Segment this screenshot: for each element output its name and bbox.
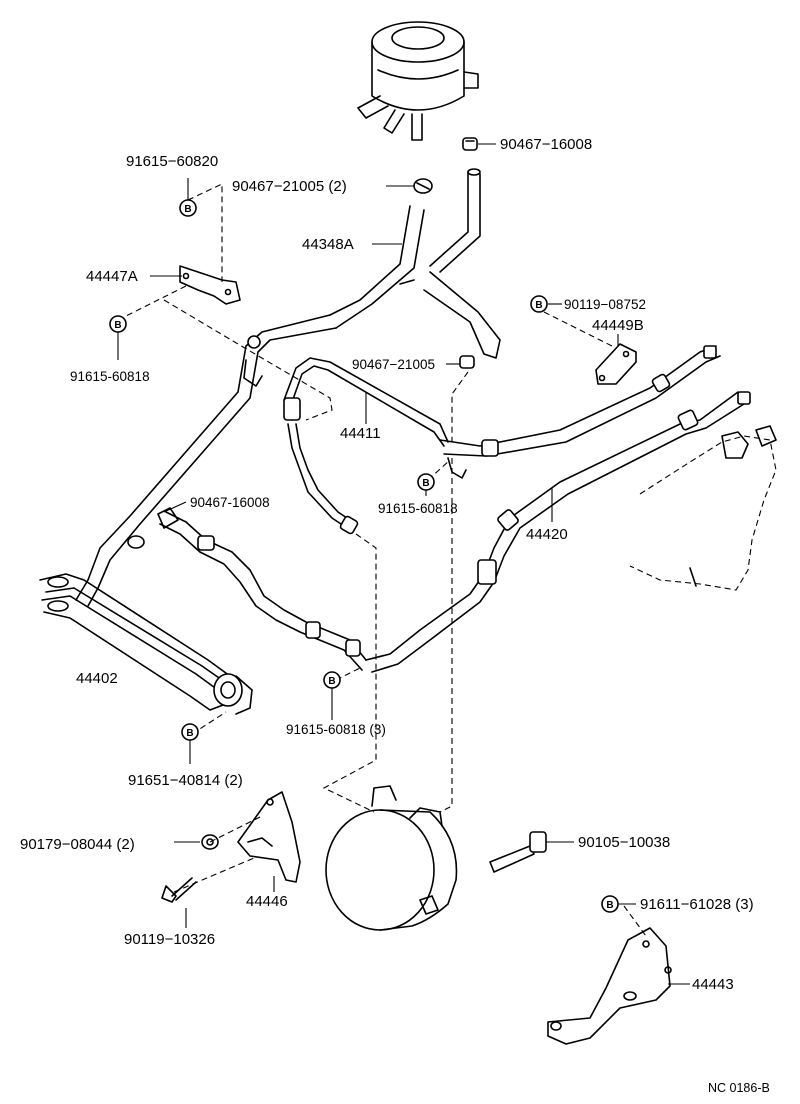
steering-gear-outline-drawing [629,425,777,591]
label-44449B: 44449B [592,317,644,334]
bracket-44443-drawing [547,927,672,1045]
label-91615-60818-3: 91615-60818 (3) [286,722,386,737]
cooler-tube-drawing [127,507,367,671]
bolt-marker-91651-40814: B [181,723,199,741]
pressure-tube-44411-drawing [283,345,721,535]
label-90467-16008-top: 90467−16008 [500,136,592,153]
return-pipe-drawing [75,314,337,607]
label-44420: 44420 [526,526,568,543]
bolt-marker-letter: B [328,676,335,687]
label-90467-16008-mid: 90467-16008 [190,495,270,510]
label-91615-60818-left: 91615-60818 [70,369,150,384]
bolt-marker-91615-60820: B [179,199,197,217]
bolt-marker-91615-60818-mid: B [417,473,435,491]
label-91651-40814-2: 91651−40814 (2) [128,772,243,789]
leader-lines [117,143,690,985]
clamp-90467-21005-mid-drawing [459,355,475,369]
return-hose-44420-drawing [365,391,751,673]
diagram-code: NC 0186-B [708,1081,770,1095]
label-90119-08752: 90119−08752 [564,297,646,312]
reservoir-tank-drawing [357,21,479,141]
bolt-marker-91611-61028: B [601,895,619,913]
label-44411: 44411 [340,425,381,442]
label-44348A: 44348A [302,236,354,253]
bolt-marker-91615-60818-left: B [109,315,127,333]
label-90179-08044-2: 90179−08044 (2) [20,836,135,853]
clamp-90467-21005-drawing [413,178,433,194]
label-90119-10326: 90119−10326 [124,931,215,948]
bracket-44446-drawing [161,791,301,903]
bolt-marker-letter: B [184,204,191,215]
label-90105-10038: 90105−10038 [578,834,670,851]
pump-drawing [325,785,547,931]
label-91611-61028-3: 91611−61028 (3) [640,896,754,913]
bolt-marker-91615-60818-3: B [323,671,341,689]
bolt-marker-90119-08752: B [530,295,548,313]
bracket-44447A-drawing [179,265,241,305]
bolt-marker-letter: B [186,728,193,739]
assembly-dashed-lines [117,183,647,937]
bracket-44449B-drawing [595,343,637,385]
bolt-marker-letter: B [606,900,613,911]
label-44402: 44402 [76,670,118,687]
clamp-90467-16008-drawing [462,137,478,151]
bolt-marker-letter: B [422,478,429,489]
bolt-marker-letter: B [114,320,121,331]
label-44446: 44446 [246,893,288,910]
label-44447A: 44447A [86,268,138,285]
label-91615-60818-mid: 91615-60818 [378,501,458,516]
label-44443: 44443 [692,976,734,993]
label-90467-21005: 90467−21005 [352,357,435,372]
label-91615-60820: 91615−60820 [126,153,218,170]
label-90467-21005-2: 90467−21005 (2) [232,178,347,195]
reservoir-hose-44348A-drawing [329,168,501,359]
oil-cooler-44402-drawing [39,573,253,715]
bolt-marker-letter: B [535,300,542,311]
